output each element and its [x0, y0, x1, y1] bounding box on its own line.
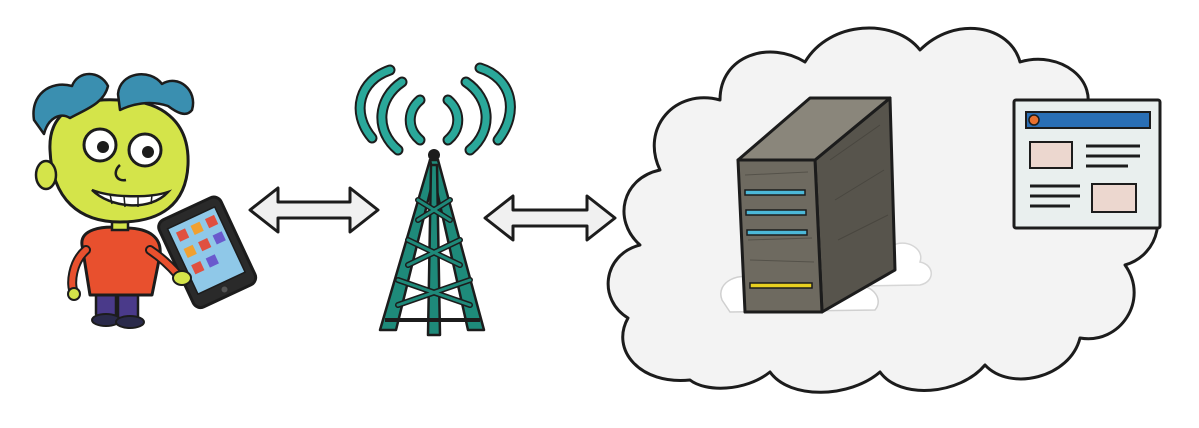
signal-waves-icon: [354, 62, 516, 156]
server-led: [749, 282, 813, 289]
hair: [32, 72, 195, 136]
smartphone-icon: [157, 195, 258, 310]
server-bay-3: [746, 229, 808, 236]
arrow-tower-cloud: [483, 194, 617, 242]
cell-tower-icon: [354, 62, 516, 337]
webpage-image-1: [1029, 141, 1073, 169]
server-bay-1: [744, 189, 806, 196]
webpage-icon: [1012, 98, 1162, 230]
server-icon: [736, 96, 897, 314]
server-bay-2: [745, 209, 807, 216]
user-with-phone-icon: [32, 72, 258, 329]
webpage-dot: [1028, 114, 1040, 126]
webpage-header-bar: [1025, 111, 1151, 129]
arrow-user-tower: [248, 186, 380, 234]
webpage-image-2: [1091, 183, 1137, 213]
